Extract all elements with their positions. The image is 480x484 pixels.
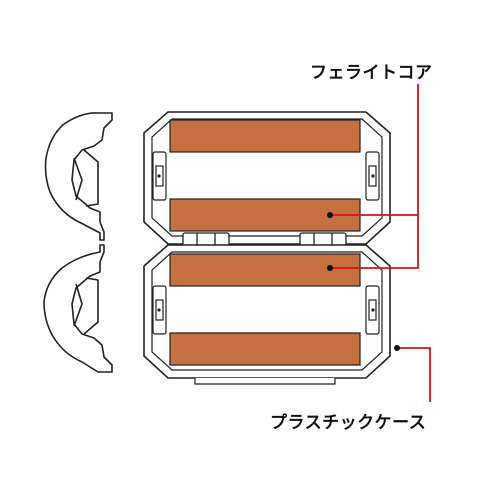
top-case-inner-rim [151,118,383,237]
case-callout-dot [394,345,400,351]
side-view-clip [43,112,113,373]
bottom-left-clip [152,285,167,335]
side-view-upper-inner [73,149,99,207]
case-callout-line [397,347,431,402]
ferrite-callout-line-2 [330,215,419,269]
bottom-case-lip [194,378,336,385]
bottom-case-inner-rim [151,251,383,371]
ferrite-core-label: フェライトコア [310,63,433,83]
top-ferrite-upper [169,119,361,153]
top-case [143,111,391,245]
plastic-case-label: プラスチックケース [270,413,427,433]
side-view-upper-half [44,112,113,241]
bottom-ferrite-lower [169,332,361,366]
bottom-case [143,244,391,385]
side-view-lower-half [43,244,113,373]
callout-dots [327,212,400,351]
callouts [330,84,431,402]
bottom-right-clip [365,285,380,335]
top-left-clip [152,151,167,201]
ferrite-callout-dot-1 [327,212,333,218]
top-right-clip [365,151,380,201]
side-view-lower-inner [73,277,99,335]
ferrite-callout-dot-2 [327,265,333,271]
